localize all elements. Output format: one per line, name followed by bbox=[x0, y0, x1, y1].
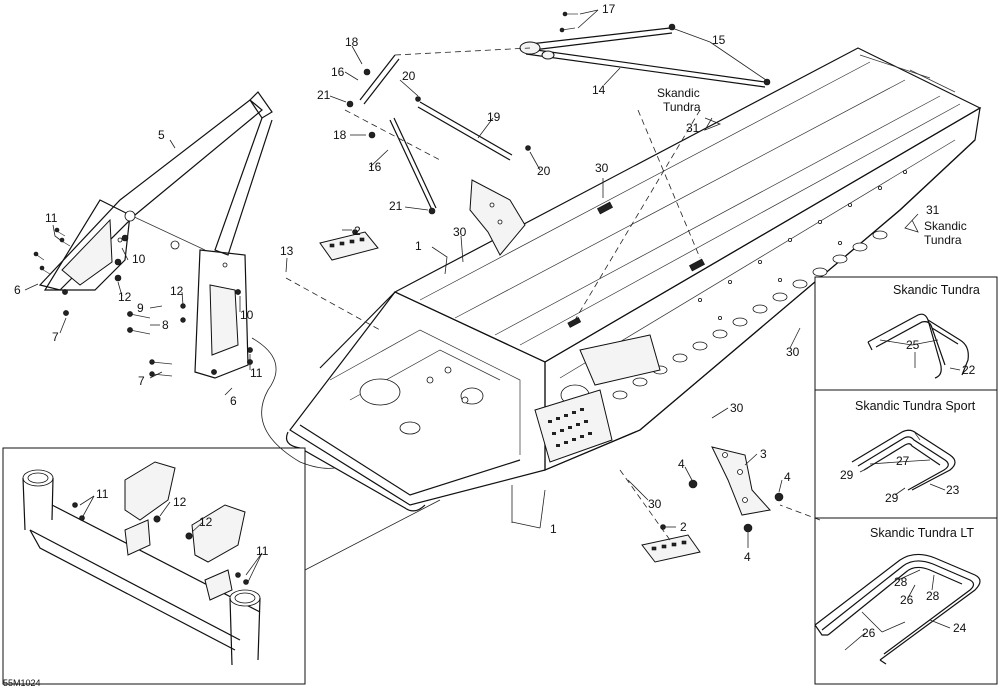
callout-30: 30 bbox=[786, 345, 800, 359]
callout-28: 28 bbox=[894, 575, 908, 589]
callout-21: 21 bbox=[389, 199, 403, 213]
callout-30: 30 bbox=[453, 225, 467, 239]
callout-2: 2 bbox=[680, 520, 687, 534]
callout-17: 17 bbox=[602, 2, 616, 16]
callout-12: 12 bbox=[199, 515, 213, 529]
struts-rods bbox=[346, 11, 771, 215]
callout-26: 26 bbox=[862, 626, 876, 640]
callout-29: 29 bbox=[840, 468, 854, 482]
callout-29: 29 bbox=[885, 491, 899, 505]
inset-title-tundra-lt: Skandic Tundra LT bbox=[870, 526, 974, 540]
callout-7: 7 bbox=[52, 330, 59, 344]
callout-1: 1 bbox=[550, 522, 557, 536]
callout-4: 4 bbox=[784, 470, 791, 484]
callout-11: 11 bbox=[256, 544, 269, 558]
rivet-holes bbox=[698, 169, 908, 320]
callout-12: 12 bbox=[118, 290, 132, 304]
callout-26: 26 bbox=[900, 593, 914, 607]
model-label-skandic: Skandic bbox=[924, 219, 967, 233]
footrest-bracket-upper bbox=[319, 229, 379, 261]
callout-10: 10 bbox=[240, 308, 254, 322]
callout-28: 28 bbox=[926, 589, 940, 603]
callout-30: 30 bbox=[730, 401, 744, 415]
callout-18: 18 bbox=[345, 35, 359, 49]
inset-title-tundra-sport: Skandic Tundra Sport bbox=[855, 399, 976, 413]
callout-3: 3 bbox=[760, 447, 767, 461]
model-label-tundra: Tundra bbox=[663, 100, 701, 114]
callout-15: 15 bbox=[712, 33, 726, 47]
callout-6: 6 bbox=[230, 394, 237, 408]
bumper-22 bbox=[867, 313, 969, 379]
callout-24: 24 bbox=[953, 621, 967, 635]
model-label-skandic: Skandic bbox=[657, 86, 700, 100]
upper-bracket bbox=[469, 179, 526, 256]
bumper-23 bbox=[851, 429, 956, 491]
callout-30: 30 bbox=[595, 161, 609, 175]
diagram-code: 55M1024 bbox=[3, 678, 41, 688]
callout-22: 22 bbox=[962, 363, 976, 377]
callout-6: 6 bbox=[14, 283, 21, 297]
callout-16: 16 bbox=[368, 160, 382, 174]
footrest-bracket-lower bbox=[641, 524, 701, 563]
inset-title-tundra: Skandic Tundra bbox=[893, 283, 980, 297]
callout-23: 23 bbox=[946, 483, 960, 497]
callout-13: 13 bbox=[280, 244, 294, 258]
callout-4: 4 bbox=[744, 550, 751, 564]
callout-19: 19 bbox=[487, 110, 501, 124]
callout-14: 14 bbox=[592, 83, 606, 97]
callout-25: 25 bbox=[906, 338, 920, 352]
callout-1: 1 bbox=[415, 239, 422, 253]
leader-lines bbox=[24, 9, 961, 651]
callout-7: 7 bbox=[138, 374, 145, 388]
callout-10: 10 bbox=[132, 252, 146, 266]
rear-bracket bbox=[688, 446, 784, 533]
callout-labels: 1 1 2 2 3 4 4 4 5 6 6 7 7 8 9 10 10 11 1… bbox=[3, 2, 980, 688]
callout-4: 4 bbox=[678, 457, 685, 471]
callout-21: 21 bbox=[317, 88, 331, 102]
callout-11: 11 bbox=[45, 211, 58, 225]
bumper-24 bbox=[814, 553, 981, 665]
callout-5: 5 bbox=[158, 128, 165, 142]
model-label-tundra: Tundra bbox=[924, 233, 962, 247]
chassis-frame bbox=[285, 47, 982, 512]
callout-12: 12 bbox=[173, 495, 187, 509]
callout-18: 18 bbox=[333, 128, 347, 142]
callout-30: 30 bbox=[648, 497, 662, 511]
callout-8: 8 bbox=[162, 318, 169, 332]
tunnel-openings bbox=[612, 230, 888, 400]
inset-crosstube bbox=[22, 461, 261, 666]
steering-support-assembly bbox=[38, 91, 273, 379]
callout-11: 11 bbox=[250, 366, 263, 380]
callout-12: 12 bbox=[170, 284, 184, 298]
gusset-perforations bbox=[548, 408, 592, 447]
callout-16: 16 bbox=[331, 65, 345, 79]
callout-20: 20 bbox=[537, 164, 551, 178]
callout-20: 20 bbox=[402, 69, 416, 83]
callout-31: 31 bbox=[926, 203, 940, 217]
callout-11: 11 bbox=[96, 487, 109, 501]
support-fasteners bbox=[33, 227, 253, 377]
callout-31: 31 bbox=[686, 121, 700, 135]
callout-27: 27 bbox=[896, 454, 910, 468]
callout-2: 2 bbox=[354, 224, 361, 238]
callout-9: 9 bbox=[137, 301, 144, 315]
